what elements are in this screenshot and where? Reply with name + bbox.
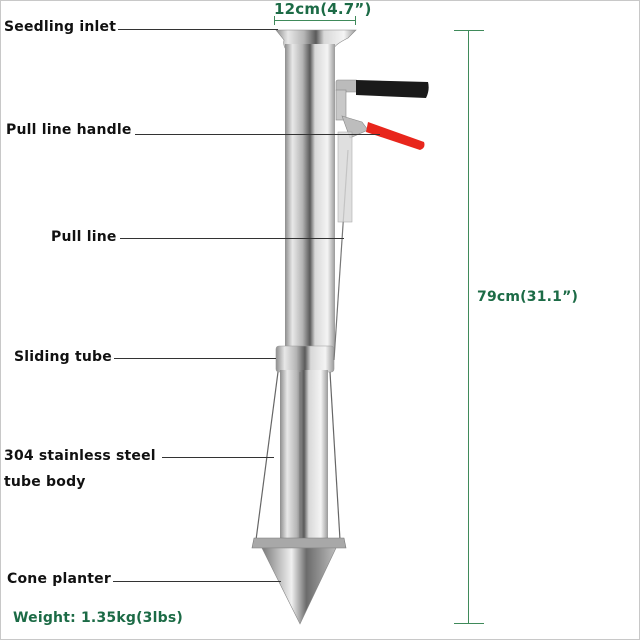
upper-tube bbox=[285, 44, 335, 354]
leader-pull-line-handle bbox=[135, 134, 380, 135]
bottom-clamp bbox=[251, 537, 347, 549]
leader-tube-body bbox=[162, 457, 274, 458]
height-dim-bottom-tick bbox=[454, 623, 484, 624]
width-dimension-label: 12cm(4.7”) bbox=[274, 0, 372, 18]
height-dim-top-tick bbox=[454, 30, 484, 31]
cone-tip bbox=[261, 547, 337, 625]
leader-sliding-tube bbox=[114, 358, 276, 359]
sliding-ring bbox=[275, 345, 335, 373]
label-sliding-tube: Sliding tube bbox=[14, 349, 112, 365]
height-dim-line bbox=[468, 30, 469, 624]
label-pull-line: Pull line bbox=[51, 229, 117, 245]
leader-cone-planter bbox=[113, 581, 281, 582]
black-grip-handle bbox=[356, 80, 429, 98]
label-cone-planter: Cone planter bbox=[7, 571, 111, 587]
weight-label: Weight: 1.35kg(3lbs) bbox=[13, 610, 183, 626]
width-dim-right-tick bbox=[355, 16, 356, 25]
label-tube-body-line1: 304 stainless steel bbox=[4, 448, 156, 464]
leader-pull-line bbox=[120, 238, 344, 239]
label-pull-line-handle: Pull line handle bbox=[6, 122, 132, 138]
leader-seedling-inlet bbox=[118, 29, 278, 30]
label-tube-body-line2: tube body bbox=[4, 474, 86, 490]
lower-tube bbox=[280, 370, 328, 540]
label-seedling-inlet: Seedling inlet bbox=[4, 19, 117, 35]
width-dim-line bbox=[274, 20, 356, 21]
height-dimension-label: 79cm(31.1”) bbox=[477, 289, 579, 305]
red-lever-handle bbox=[366, 122, 425, 150]
